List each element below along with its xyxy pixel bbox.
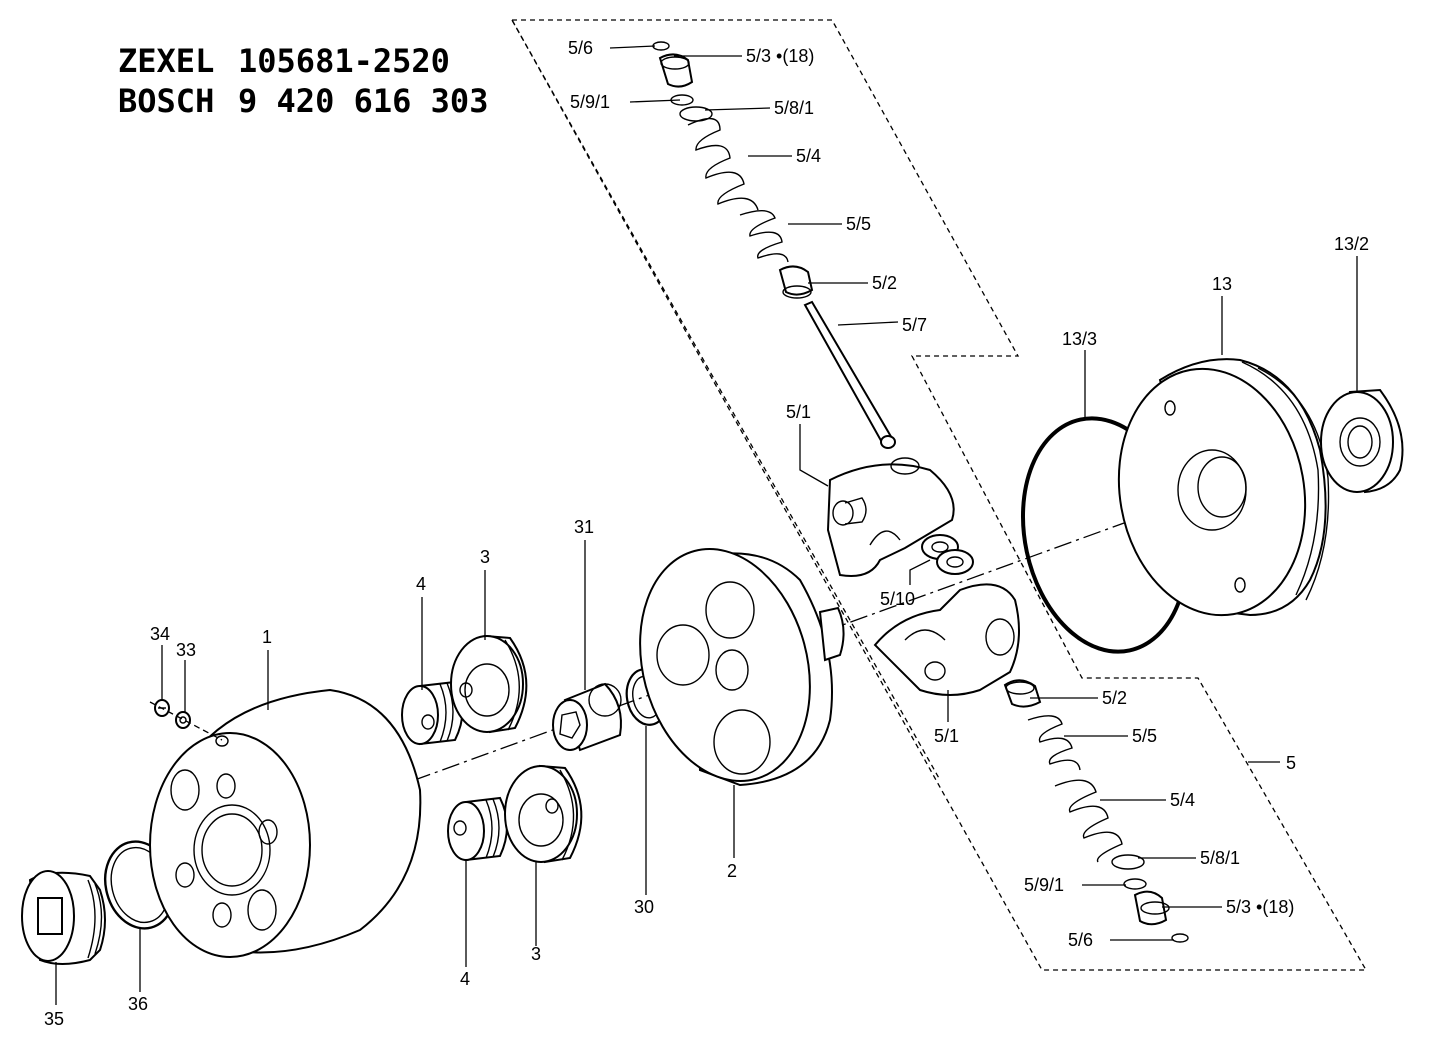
label-5-8-1-top: 5/8/1 (774, 98, 814, 118)
label-5-6-top: 5/6 (568, 38, 593, 58)
label-5-9-1-top: 5/9/1 (570, 92, 610, 112)
label-35: 35 (44, 1009, 64, 1029)
sleeve-31 (552, 682, 622, 752)
label-5-9-1-bottom: 5/9/1 (1024, 875, 1064, 895)
label-4-bottom: 4 (460, 969, 470, 989)
header-number-bosch: 9 420 616 303 (238, 82, 488, 120)
valve-stack-top (652, 41, 814, 299)
label-5-2-bottom: 5/2 (1102, 688, 1127, 708)
label-4-top: 4 (416, 574, 426, 594)
label-5-3-bottom: 5/3 •(18) (1226, 897, 1294, 917)
label-13-3: 13/3 (1062, 329, 1097, 349)
cup-3-top (450, 634, 528, 734)
seal-13-2 (1320, 388, 1404, 494)
label-3-bottom: 3 (531, 944, 541, 964)
group-5-inner-line (511, 19, 941, 781)
washer-33 (175, 711, 191, 729)
rod-5-7 (803, 300, 896, 449)
plug-35 (21, 870, 106, 965)
label-5-10: 5/10 (880, 589, 915, 609)
valve-stack-bottom (1003, 679, 1189, 943)
part-labels: 1 2 3 3 4 4 5 13 13/2 13/3 30 31 33 34 3… (44, 38, 1369, 1029)
label-30: 30 (634, 897, 654, 917)
distributor-5-1-top (826, 457, 955, 577)
label-5: 5 (1286, 753, 1296, 773)
label-31: 31 (574, 517, 594, 537)
label-5-6-bottom: 5/6 (1068, 930, 1093, 950)
label-3-top: 3 (480, 547, 490, 567)
leader-lines (55, 45, 1358, 1005)
label-5-5-bottom: 5/5 (1132, 726, 1157, 746)
label-5-4-top: 5/4 (796, 146, 821, 166)
piston-4-bottom (447, 796, 508, 862)
label-1: 1 (262, 627, 272, 647)
plate-2 (639, 548, 845, 787)
label-5-3-top: 5/3 •(18) (746, 46, 814, 66)
label-5-5-top: 5/5 (846, 214, 871, 234)
label-5-7: 5/7 (902, 315, 927, 335)
header: ZEXEL 105681-2520 BOSCH 9 420 616 303 (118, 42, 488, 120)
screw-axis (149, 701, 223, 741)
label-36: 36 (128, 994, 148, 1014)
label-13-2: 13/2 (1334, 234, 1369, 254)
label-5-4-bottom: 5/4 (1170, 790, 1195, 810)
rollers-5-10 (921, 534, 974, 575)
header-brand-zexel: ZEXEL (118, 42, 214, 80)
label-34: 34 (150, 624, 170, 644)
label-13: 13 (1212, 274, 1232, 294)
header-brand-bosch: BOSCH (118, 82, 214, 120)
distributor-5-1-bottom (873, 583, 1020, 696)
cover-13 (1117, 358, 1330, 617)
label-2: 2 (727, 861, 737, 881)
cup-3-bottom (504, 764, 583, 864)
header-number-zexel: 105681-2520 (238, 42, 450, 80)
housing-1 (149, 688, 422, 958)
label-5-8-1-bottom: 5/8/1 (1200, 848, 1240, 868)
label-33: 33 (176, 640, 196, 660)
group-5-outline (510, 19, 1368, 971)
label-5-1-bottom: 5/1 (934, 726, 959, 746)
label-5-1-top: 5/1 (786, 402, 811, 422)
label-5-2-top: 5/2 (872, 273, 897, 293)
